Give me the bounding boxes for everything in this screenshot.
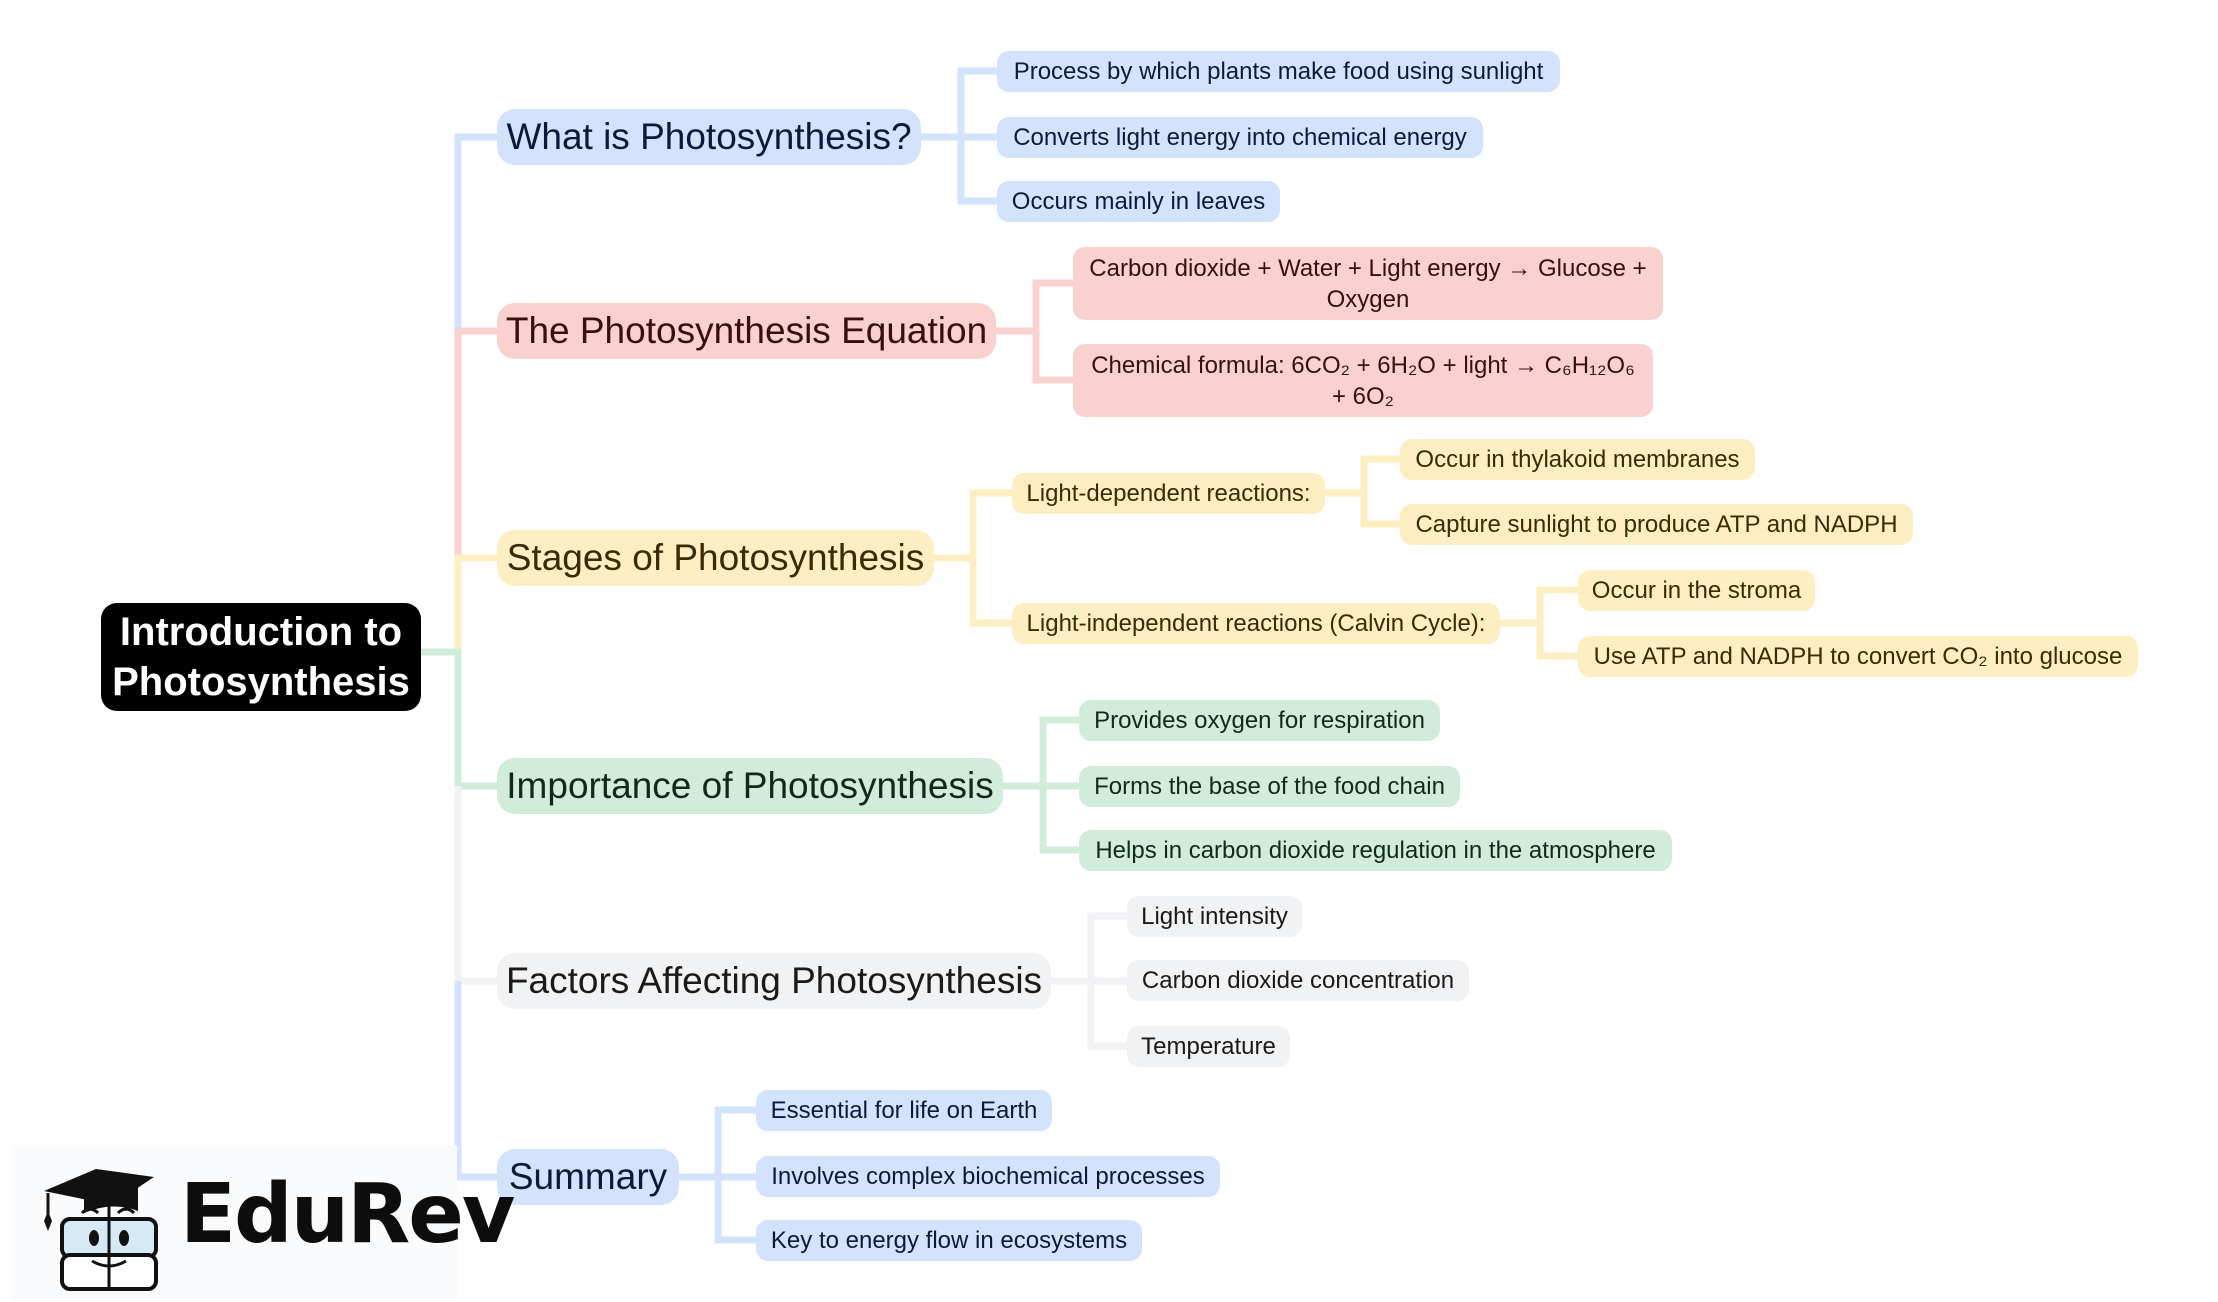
- subtopic-label: Essential for life on Earth: [770, 1096, 1038, 1124]
- subtopic-light-dependent[interactable]: Light-dependent reactions:: [1012, 473, 1325, 514]
- subtopic-label: Helps in carbon dioxide regulation in th…: [1095, 836, 1656, 864]
- detail-label: Occur in the stroma: [1591, 576, 1802, 604]
- topic-what-is-photosynthesis[interactable]: What is Photosynthesis?: [497, 109, 921, 165]
- subtopic-label: Carbon dioxide concentration: [1141, 966, 1455, 994]
- root-title-line2: Photosynthesis: [112, 660, 410, 704]
- subtopic-node[interactable]: Light intensity: [1127, 896, 1302, 937]
- logo-text: EduRev: [180, 1167, 515, 1262]
- subtopic-label: Occurs mainly in leaves: [1011, 187, 1266, 215]
- topic-label: Stages of Photosynthesis: [506, 537, 925, 578]
- root-title-line1: Introduction to: [119, 610, 403, 654]
- topic-label: The Photosynthesis Equation: [505, 310, 988, 351]
- subtopic-label: Forms the base of the food chain: [1094, 772, 1445, 800]
- topic-factors-affecting-photosynthesis[interactable]: Factors Affecting Photosynthesis: [497, 953, 1051, 1009]
- topic-importance-of-photosynthesis[interactable]: Importance of Photosynthesis: [497, 758, 1003, 814]
- detail-node[interactable]: Use ATP and NADPH to convert CO₂ into gl…: [1578, 636, 2138, 677]
- topic-label: Factors Affecting Photosynthesis: [505, 960, 1043, 1001]
- detail-label: Capture sunlight to produce ATP and NADP…: [1415, 510, 1898, 538]
- subtopic-label: Process by which plants make food using …: [1013, 57, 1544, 85]
- topic-label: What is Photosynthesis?: [506, 116, 912, 157]
- subtopic-label: Converts light energy into chemical ener…: [1013, 123, 1467, 151]
- subtopic-node[interactable]: Key to energy flow in ecosystems: [756, 1220, 1142, 1261]
- subtopic-node[interactable]: Temperature: [1127, 1026, 1290, 1067]
- subtopic-label: Light-independent reactions (Calvin Cycl…: [1026, 609, 1486, 637]
- detail-label: Occur in thylakoid membranes: [1415, 445, 1740, 473]
- subtopic-label: Involves complex biochemical processes: [771, 1162, 1205, 1190]
- topic-label: Importance of Photosynthesis: [506, 765, 994, 806]
- topic-summary[interactable]: Summary: [497, 1149, 679, 1205]
- subtopic-node[interactable]: Essential for life on Earth: [756, 1090, 1052, 1131]
- topic-label: Summary: [508, 1156, 668, 1197]
- topic-photosynthesis-equation[interactable]: The Photosynthesis Equation: [497, 303, 996, 359]
- subtopic-node[interactable]: Carbon dioxide concentration: [1127, 960, 1469, 1001]
- subtopic-label: Temperature: [1141, 1032, 1276, 1060]
- subtopic-label: Carbon dioxide + Water + Light energy → …: [1089, 254, 1647, 313]
- subtopic-node[interactable]: Involves complex biochemical processes: [756, 1156, 1220, 1197]
- subtopic-node[interactable]: Process by which plants make food using …: [997, 51, 1560, 92]
- detail-node[interactable]: Occur in thylakoid membranes: [1400, 439, 1755, 480]
- subtopic-light-independent[interactable]: Light-independent reactions (Calvin Cycl…: [1012, 603, 1500, 644]
- subtopic-node[interactable]: Carbon dioxide + Water + Light energy → …: [1073, 247, 1663, 320]
- detail-label: Use ATP and NADPH to convert CO₂ into gl…: [1593, 642, 2123, 670]
- subtopic-label: Key to energy flow in ecosystems: [770, 1226, 1128, 1254]
- topic-stages-of-photosynthesis[interactable]: Stages of Photosynthesis: [497, 530, 934, 586]
- subtopic-label: Light-dependent reactions:: [1026, 479, 1311, 507]
- subtopic-node[interactable]: Forms the base of the food chain: [1079, 766, 1460, 807]
- subtopic-node[interactable]: Occurs mainly in leaves: [997, 181, 1280, 222]
- detail-node[interactable]: Occur in the stroma: [1578, 570, 1815, 611]
- graduate-mascot-icon: [44, 1169, 158, 1291]
- edurev-logo: EduRev: [12, 1145, 515, 1300]
- subtopic-node[interactable]: Provides oxygen for respiration: [1079, 700, 1440, 741]
- subtopic-node[interactable]: Converts light energy into chemical ener…: [997, 117, 1483, 158]
- subtopic-label: Light intensity: [1141, 902, 1288, 930]
- detail-node[interactable]: Capture sunlight to produce ATP and NADP…: [1400, 504, 1913, 545]
- subtopic-label: Provides oxygen for respiration: [1094, 706, 1425, 734]
- subtopic-label: Chemical formula: 6CO₂ + 6H₂O + light → …: [1091, 351, 1635, 410]
- root-node[interactable]: Introduction to Photosynthesis: [101, 603, 421, 711]
- subtopic-node[interactable]: Chemical formula: 6CO₂ + 6H₂O + light → …: [1073, 344, 1653, 417]
- subtopic-node[interactable]: Helps in carbon dioxide regulation in th…: [1079, 830, 1672, 871]
